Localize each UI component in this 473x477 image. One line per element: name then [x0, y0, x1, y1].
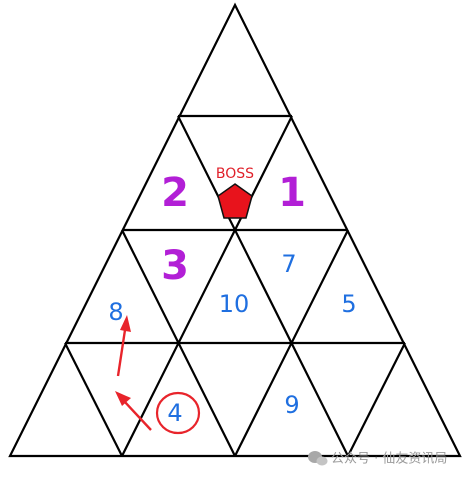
zone-label-1: 1 — [278, 170, 306, 216]
path-arrow-icon — [115, 315, 152, 431]
watermark-text: 公众号 · 仙友资讯局 — [331, 451, 447, 467]
zone-label-3: 3 — [161, 243, 189, 289]
start-circle-icon — [155, 391, 201, 435]
watermark: 公众号 · 仙友资讯局 — [308, 451, 447, 467]
cell-label-5: 5 — [341, 290, 356, 318]
wechat-icon — [308, 451, 328, 466]
zone-label-2: 2 — [161, 170, 189, 216]
boss-pentagon-icon[interactable] — [217, 183, 253, 219]
grid-lines — [8, 2, 462, 458]
boss-label: BOSS — [216, 166, 254, 182]
cell-label-9: 9 — [284, 391, 299, 419]
cell-label-10: 10 — [219, 290, 250, 318]
cell-label-4: 4 — [167, 399, 182, 427]
cell-label-7: 7 — [281, 250, 296, 278]
cell-label-8: 8 — [108, 298, 123, 326]
triangle-top[interactable] — [178, 5, 292, 116]
